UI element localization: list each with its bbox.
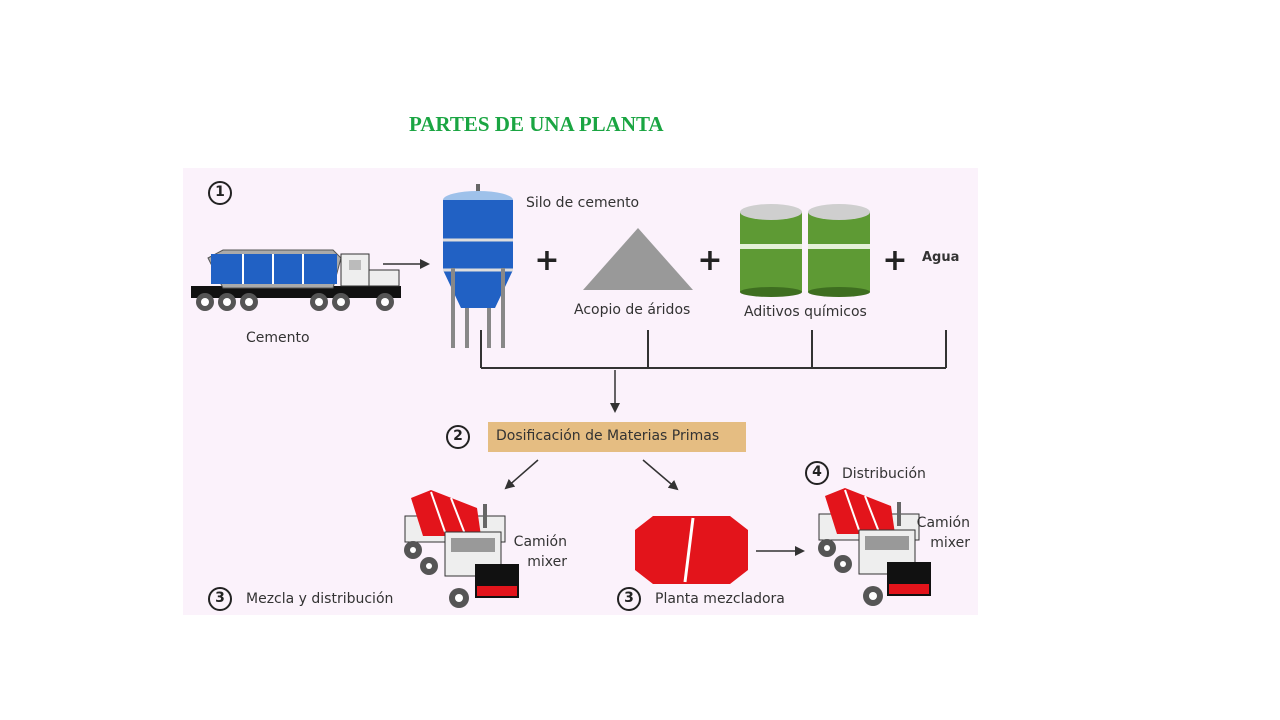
silo-icon bbox=[443, 184, 513, 348]
label-cemento: Cemento bbox=[246, 330, 310, 346]
label-agua: Agua bbox=[922, 250, 960, 265]
aggregate-pile-icon bbox=[583, 228, 693, 290]
label-aditivos: Aditivos químicos bbox=[744, 304, 867, 320]
label-aridos: Acopio de áridos bbox=[574, 302, 691, 318]
step-2-badge: 2 bbox=[446, 425, 470, 449]
diagram-graphics: + + + bbox=[191, 184, 947, 608]
dosificacion-box bbox=[488, 422, 746, 452]
label-camion-2: Camión bbox=[916, 515, 970, 531]
step-1-badge: 1 bbox=[208, 181, 232, 205]
page-title: PARTES DE UNA PLANTA bbox=[409, 112, 664, 136]
label-planta: Planta mezcladora bbox=[655, 591, 785, 607]
mixer-truck-icon bbox=[404, 490, 519, 608]
concrete-plant-diagram: + + + 1 Cemento Silo de cemento Acopio d… bbox=[183, 168, 978, 615]
step-3-badge-planta: 3 bbox=[617, 587, 641, 611]
label-mixer-2: mixer bbox=[930, 535, 970, 551]
plus-icon-2: + bbox=[697, 243, 722, 278]
mixing-plant-icon bbox=[635, 516, 748, 584]
cement-truck-icon bbox=[191, 249, 401, 311]
label-mixer-1: mixer bbox=[527, 554, 567, 570]
label-distribucion: Distribución bbox=[842, 466, 926, 482]
step-4-badge: 4 bbox=[805, 461, 829, 485]
chemical-drums-icon bbox=[740, 204, 870, 297]
arrow-to-mixing-plant bbox=[642, 459, 679, 491]
mixer-truck-icon-2 bbox=[818, 488, 931, 606]
label-camion-1: Camión bbox=[513, 534, 567, 550]
plus-icon-3: + bbox=[882, 243, 907, 278]
arrow-to-mixer-truck bbox=[504, 459, 539, 490]
step-3-badge-mezcla: 3 bbox=[208, 587, 232, 611]
label-mezcla: Mezcla y distribución bbox=[246, 591, 394, 607]
plus-icon-1: + bbox=[534, 243, 559, 278]
label-dosificacion: Dosificación de Materias Primas bbox=[496, 428, 720, 444]
label-silo: Silo de cemento bbox=[526, 195, 640, 211]
collector-lines bbox=[480, 330, 947, 369]
